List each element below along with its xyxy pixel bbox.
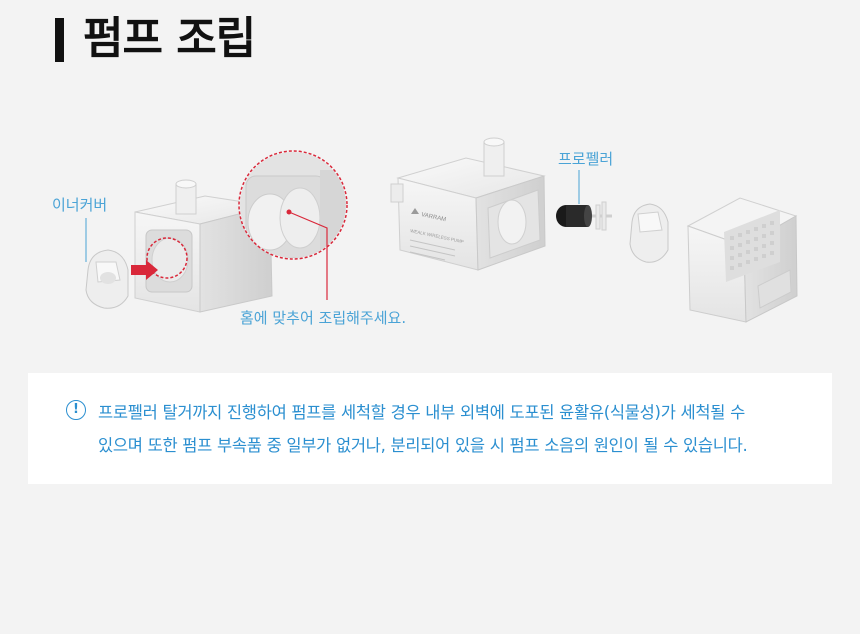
inner-cover-piece <box>85 249 129 309</box>
pump-assembly-illustration: VARRAM WEALK WIRELESS PUMP <box>85 137 798 323</box>
propeller-label: 프로펠러 <box>558 150 614 168</box>
right-pump-body: VARRAM WEALK WIRELESS PUMP <box>390 137 546 271</box>
page-title: 펌프 조립 <box>83 13 256 64</box>
notice-box: ! 프로펠러 탈거까지 진행하여 펌프를 세척할 경우 내부 외벽에 도포된 윤… <box>28 373 832 484</box>
notice-line-2: 있으며 또한 펌프 부속품 중 일부가 없거나, 분리되어 있을 시 펌프 소음… <box>98 436 748 455</box>
propeller-part <box>556 201 612 231</box>
svg-text:VARRAM: VARRAM <box>421 212 447 223</box>
insert-arrow-icon <box>131 260 158 280</box>
exclamation-circle-icon: ! <box>66 400 86 420</box>
notice-text: 프로펠러 탈거까지 진행하여 펌프를 세척할 경우 내부 외벽에 도포된 윤활유… <box>98 396 818 462</box>
notice-line-1: 프로펠러 탈거까지 진행하여 펌프를 세척할 경우 내부 외벽에 도포된 윤활유… <box>98 403 745 422</box>
title-accent-bar <box>55 18 64 62</box>
leader-line <box>288 211 328 300</box>
groove-instruction-label: 홈에 맞추어 조립해주세요. <box>240 309 407 327</box>
zoom-detail-circle <box>238 150 348 260</box>
inner-cover-label: 이너커버 <box>52 196 108 214</box>
outer-case-part <box>686 197 798 323</box>
inner-cover-piece-right <box>629 203 669 263</box>
